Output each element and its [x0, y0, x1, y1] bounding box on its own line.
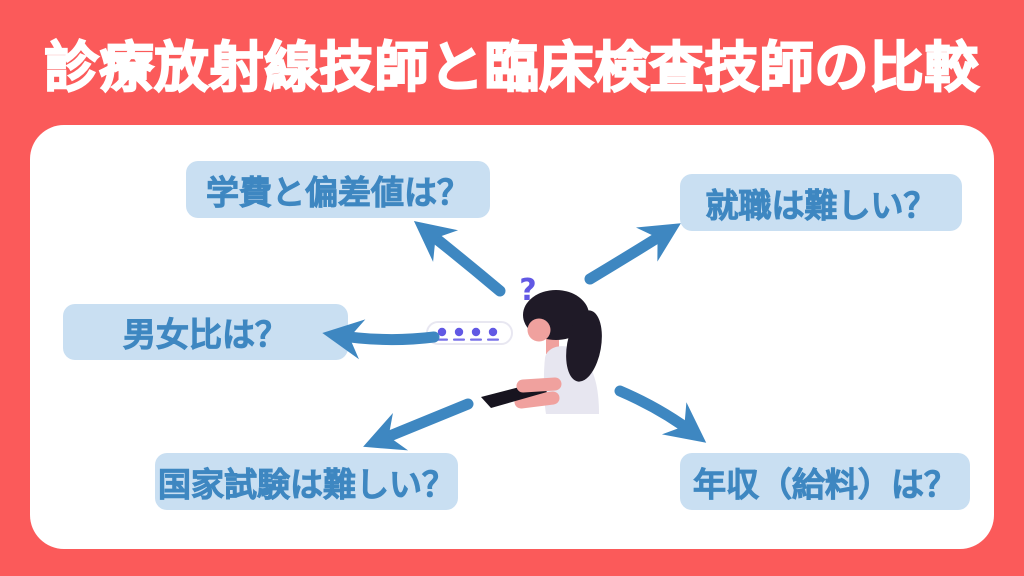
page-title: 診療放射線技師と臨床検査技師の比較 — [44, 37, 980, 99]
arrow-to-tuition-deviation — [413, 221, 506, 297]
dot-underline — [470, 338, 482, 341]
seated-person — [481, 290, 602, 414]
thinking-dot — [471, 327, 481, 337]
thinking-dot — [437, 327, 447, 337]
question-label-employment: 就職は難しい？ — [680, 174, 962, 231]
person-illustration: ? — [426, 273, 602, 414]
person-face — [527, 318, 551, 342]
arrow-to-salary — [614, 385, 707, 443]
title-band: 診療放射線技師と臨床検査技師の比較 — [0, 0, 1024, 125]
person-hair — [566, 310, 602, 382]
arrow-to-gender-ratio — [322, 319, 440, 360]
arrow-to-national-exam — [363, 398, 474, 451]
content-card: 学費と偏差値は？ 就職は難しい？ 男女比は？ 国家試験は難しい？ 年収（給料）は… — [30, 125, 994, 549]
arrows-overlay — [322, 221, 707, 451]
dot-underline — [453, 338, 465, 341]
person-arm-upper — [516, 377, 562, 393]
thinking-dot — [454, 327, 464, 337]
person-arm-lower — [514, 391, 560, 409]
question-label-salary: 年収（給料）は？ — [680, 453, 970, 510]
question-label-national-exam: 国家試験は難しい？ — [155, 453, 458, 510]
arrow-to-employment — [584, 223, 681, 285]
question-label-tuition-deviation: 学費と偏差値は？ — [186, 161, 490, 218]
dot-underline — [487, 338, 499, 341]
thinking-dot — [488, 327, 498, 337]
question-label-gender-ratio: 男女比は？ — [63, 304, 348, 360]
